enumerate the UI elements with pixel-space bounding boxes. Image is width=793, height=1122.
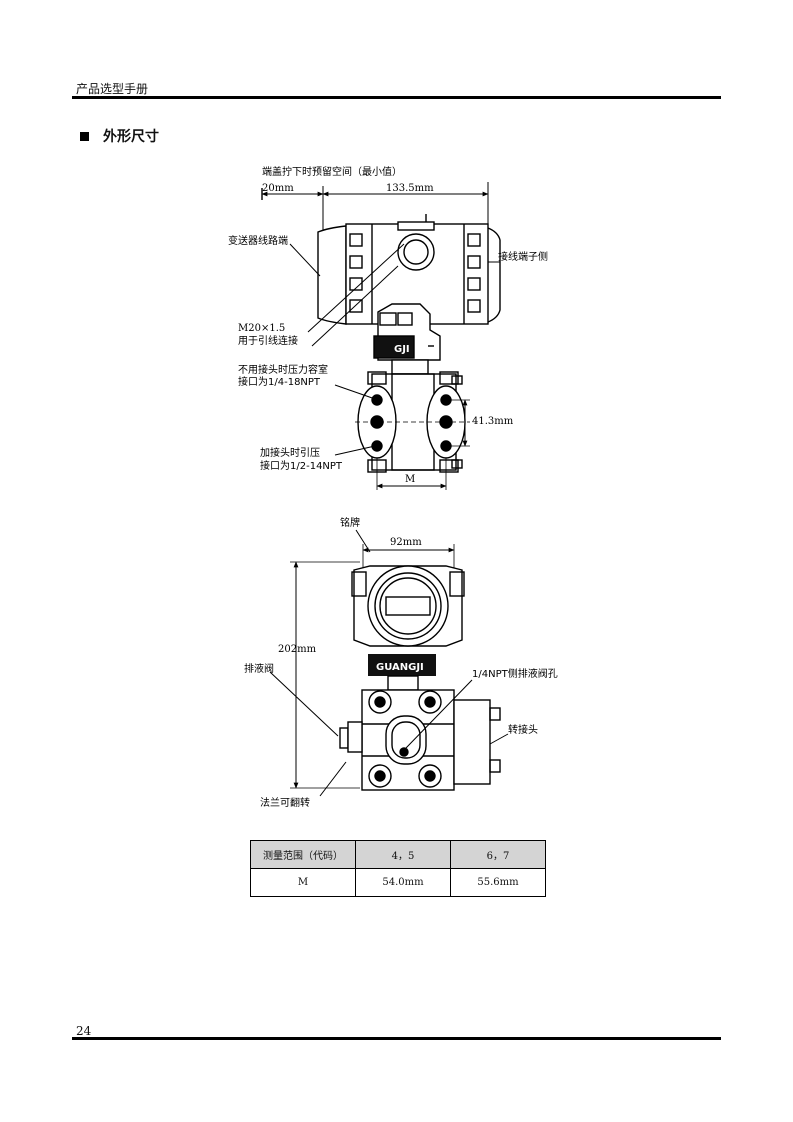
table-header-cell: 测量范围（代码） bbox=[250, 840, 356, 869]
thread-spec-label: M20×1.5 bbox=[238, 323, 285, 334]
drain-valve-label: 排液阀 bbox=[244, 662, 274, 675]
dimension-table: 测量范围（代码） 4，5 6，7 M 54.0mm 55.6mm bbox=[250, 840, 546, 897]
drain-hole-label: 1/4NPT侧排液阀孔 bbox=[472, 667, 558, 680]
table-header-cell: 4，5 bbox=[355, 840, 451, 869]
table-header-row: 测量范围（代码） 4，5 6，7 bbox=[250, 840, 546, 869]
terminal-side-label: 变送器线路端 bbox=[228, 234, 288, 247]
dim-m-label: M bbox=[405, 474, 415, 485]
side-view-drawing bbox=[261, 182, 501, 490]
table-cell: 54.0mm bbox=[355, 868, 451, 897]
with-connector-label-2: 接口为1/2-14NPT bbox=[260, 459, 343, 472]
section-title-text: 外形尺寸 bbox=[103, 129, 159, 145]
dim-202-label: 202mm bbox=[278, 644, 317, 655]
footer-rule bbox=[72, 1037, 721, 1040]
thread-use-label: 用于引线连接 bbox=[238, 334, 298, 347]
side-view-logo: GJI bbox=[394, 344, 410, 355]
page-number: 24 bbox=[76, 1024, 92, 1038]
end-cap-space-label: 端盖拧下时预留空间（最小值） bbox=[262, 165, 402, 178]
table-cell: 55.6mm bbox=[450, 868, 546, 897]
square-bullet-icon bbox=[80, 131, 89, 141]
wiring-side-label: 接线端子侧 bbox=[498, 250, 548, 263]
with-connector-label-1: 加接头时引压 bbox=[260, 446, 320, 459]
table-row: M 54.0mm 55.6mm bbox=[250, 868, 546, 897]
no-connector-label-2: 接口为1/4-18NPT bbox=[238, 375, 321, 388]
dim-92-label: 92mm bbox=[390, 537, 422, 548]
section-title: 外形尺寸 bbox=[80, 126, 159, 146]
no-connector-label-1: 不用接头时压力容室 bbox=[238, 363, 328, 376]
nameplate-label: 铭牌 bbox=[340, 516, 360, 529]
flange-label: 法兰可翻转 bbox=[260, 796, 310, 809]
header-title: 产品选型手册 bbox=[76, 82, 149, 96]
front-view-drawing bbox=[269, 529, 509, 797]
adapter-label: 转接头 bbox=[508, 723, 538, 736]
front-view-logo: GUANGJI bbox=[376, 662, 424, 673]
table-header-cell: 6，7 bbox=[450, 840, 546, 869]
table-cell: M bbox=[250, 868, 356, 897]
dim-133-label: 133.5mm bbox=[386, 183, 434, 194]
header-rule bbox=[72, 96, 721, 99]
dim-41-label: 41.3mm bbox=[472, 416, 514, 427]
dim-20mm-label: 20mm bbox=[262, 183, 294, 194]
